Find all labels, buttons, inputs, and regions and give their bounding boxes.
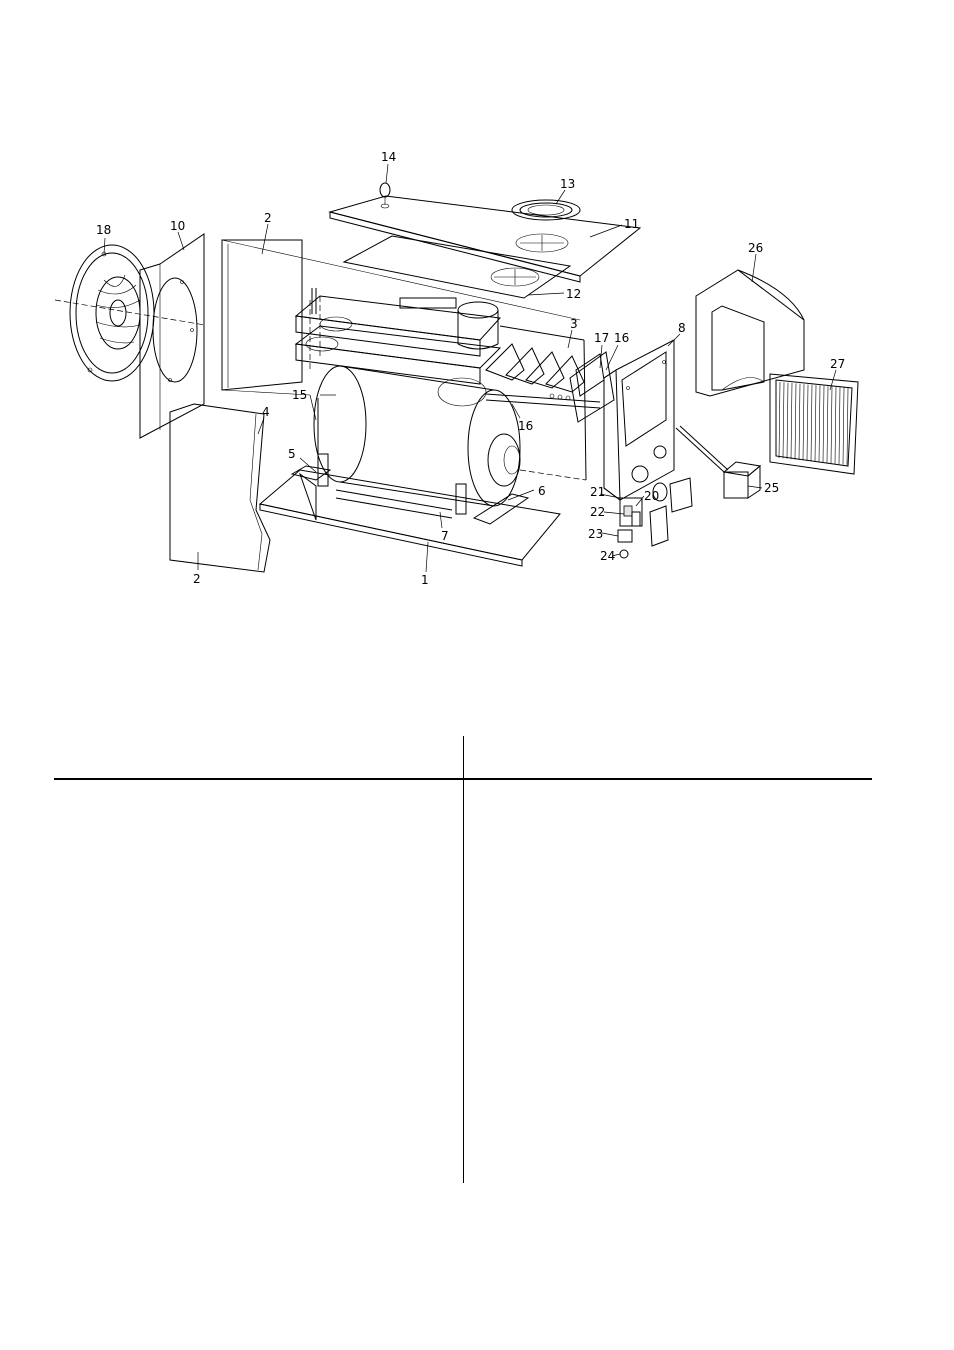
part-15-heat-exchanger xyxy=(294,288,502,385)
part-11-top-cover xyxy=(328,195,642,283)
part-4-side-panel-lower xyxy=(169,403,271,573)
louvre-slat xyxy=(818,385,821,463)
label-16: 16 xyxy=(518,419,533,433)
table-vertical-divider xyxy=(463,736,464,1183)
label-3: 3 xyxy=(570,317,578,331)
burner-cylinder xyxy=(313,365,521,515)
louvre-slat xyxy=(798,383,801,461)
table-header-rule xyxy=(54,778,872,780)
label-19: 18 xyxy=(96,223,111,237)
part-27-louvre-grille xyxy=(769,373,859,475)
part-labels: 18 10 2 14 13 11 12 3 17 16 8 26 27 15 1… xyxy=(96,150,845,587)
label-25: 25 xyxy=(764,481,779,495)
cover-plates xyxy=(649,477,693,547)
louvre-slat xyxy=(834,386,837,464)
part-16-baffle-fins xyxy=(485,343,601,409)
part-25-transformer-box xyxy=(675,425,762,499)
part-12-insulation-plate xyxy=(342,235,572,299)
louvre-slat xyxy=(814,385,817,462)
label-20: 20 xyxy=(644,489,659,503)
label-13: 13 xyxy=(560,177,575,191)
part-8-rear-panel xyxy=(603,339,675,502)
part-23-gas-valve xyxy=(617,529,633,543)
label-15: 15 xyxy=(292,388,307,402)
louvre-slat xyxy=(826,386,829,463)
label-26: 26 xyxy=(748,241,763,255)
part-5-cradle xyxy=(290,465,332,481)
part-19-fan-assembly xyxy=(54,244,206,382)
label-12: 12 xyxy=(566,287,581,301)
label-8: 8 xyxy=(678,321,686,335)
louvre-slat xyxy=(794,383,797,460)
louvre-slat xyxy=(842,387,845,465)
part-18-baffle-strip xyxy=(575,353,605,397)
label-4: 4 xyxy=(262,405,270,419)
label-10: 10 xyxy=(170,219,185,233)
louvre-slat xyxy=(778,381,781,459)
label-14: 14 xyxy=(381,150,396,164)
louvre-slat xyxy=(802,384,805,461)
part-3-side-panel xyxy=(499,325,587,481)
label-24: 24 xyxy=(600,549,615,563)
part-6-rail xyxy=(472,493,530,525)
label-5: 5 xyxy=(288,447,296,461)
label-21: 21 xyxy=(590,485,605,499)
leader-lines xyxy=(103,163,837,573)
label-27: 27 xyxy=(830,357,845,371)
louvre-slat xyxy=(830,386,833,464)
label-11: 11 xyxy=(624,217,639,231)
label-22: 22 xyxy=(590,505,605,519)
label-2-lower: 2 xyxy=(193,572,201,586)
louvre-slat xyxy=(786,382,789,459)
louvre-slat xyxy=(810,384,813,462)
part-14-lifting-eye xyxy=(379,182,391,209)
label-23: 23 xyxy=(588,527,603,541)
label-2-upper: 2 xyxy=(264,211,272,225)
louvre-slat xyxy=(790,383,793,460)
louvre-slat xyxy=(838,387,841,465)
louvre-slat xyxy=(846,387,849,465)
part-10-front-panel xyxy=(139,233,205,439)
label-6: 6 xyxy=(538,484,546,498)
label-18: 17 xyxy=(594,331,609,345)
label-7: 7 xyxy=(441,529,449,543)
label-1: 1 xyxy=(421,573,429,587)
part-7-support xyxy=(335,489,453,519)
part-13-flue-collar xyxy=(511,199,581,221)
part-24-knob xyxy=(619,549,629,559)
exploded-view-diagram: 18 10 2 14 13 11 12 3 17 16 8 26 27 15 1… xyxy=(54,150,859,587)
louvre-slat xyxy=(822,385,825,463)
part-2-side-panel-upper xyxy=(221,239,581,396)
part-26-outlet-hood xyxy=(695,269,805,397)
part-20-control-box xyxy=(619,497,643,527)
label-17: 16 xyxy=(614,331,629,345)
louvre-slat xyxy=(782,382,785,459)
flue-pipe xyxy=(437,301,499,407)
part-17-baffle-plate xyxy=(569,351,615,423)
part-1-base-tray xyxy=(258,469,561,567)
louvre-slat xyxy=(806,384,809,461)
